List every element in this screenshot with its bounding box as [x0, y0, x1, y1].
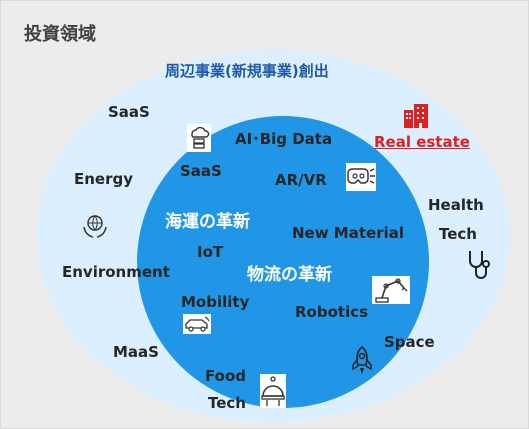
- label-shipping-innovation: 海運の革新: [165, 212, 250, 232]
- car-icon: [183, 314, 211, 334]
- page-title: 投資領域: [24, 24, 96, 45]
- label-food: Food: [205, 367, 246, 385]
- cloud-server-icon: [187, 124, 211, 152]
- label-environment: Environment: [62, 263, 170, 281]
- vr-headset-icon: [346, 163, 376, 191]
- subtitle: 周辺事業(新規事業)創出: [165, 62, 329, 80]
- label-ar-vr: AR/VR: [275, 171, 327, 189]
- label-health: Health: [428, 196, 484, 214]
- label-saas-outer: SaaS: [108, 103, 150, 121]
- label-logistics-innovation: 物流の革新: [247, 265, 332, 285]
- label-ai-big-data: AI･Big Data: [235, 130, 333, 148]
- label-new-material: New Material: [292, 224, 405, 242]
- inner-circle: [137, 116, 429, 408]
- robot-arm-icon: [372, 276, 410, 304]
- label-energy: Energy: [74, 170, 134, 188]
- label-iot: IoT: [197, 243, 224, 261]
- label-real-estate[interactable]: Real estate: [374, 133, 470, 151]
- food-cloche-icon: [260, 374, 286, 408]
- rocket-icon: [352, 345, 372, 374]
- label-space: Space: [384, 333, 435, 351]
- label-robotics: Robotics: [295, 303, 369, 321]
- label-maas: MaaS: [113, 343, 159, 361]
- label-food-tech: Tech: [208, 394, 246, 412]
- label-saas-inner: SaaS: [180, 162, 222, 180]
- label-health-tech: Tech: [439, 225, 477, 243]
- stethoscope-icon: [469, 251, 490, 279]
- globe-hands-icon: [83, 215, 107, 238]
- label-mobility: Mobility: [181, 293, 250, 311]
- building-icon: [404, 104, 428, 128]
